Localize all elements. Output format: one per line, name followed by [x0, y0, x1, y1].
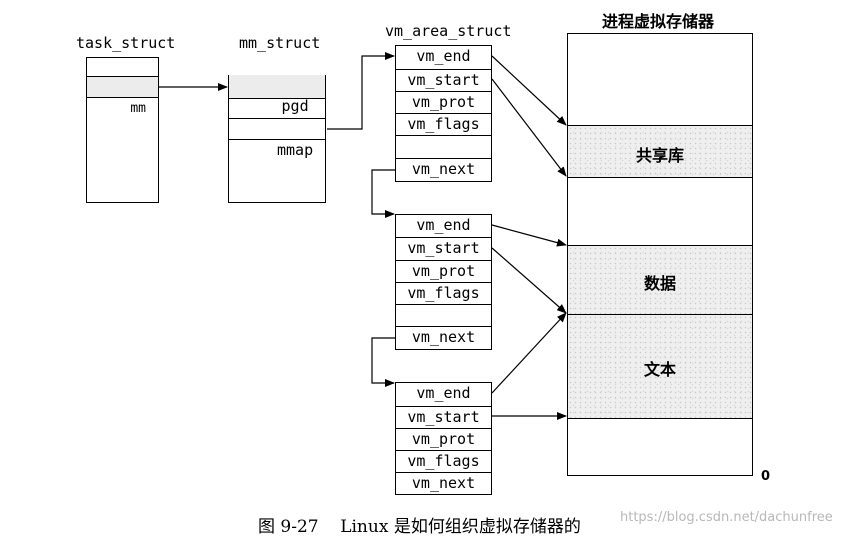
- vm-next-field: vm_next: [396, 158, 491, 181]
- vm-area-struct-title: vm_area_struct: [385, 22, 512, 40]
- arrow-vm-next-1: [371, 169, 395, 218]
- mmap-field-label: mmap: [277, 141, 314, 159]
- vm-empty-field: [396, 135, 491, 158]
- vm-start-field: vm_start: [396, 69, 491, 91]
- vm-start-field: vm_start: [396, 406, 491, 428]
- vm-flags-field: vm_flags: [396, 282, 491, 304]
- mm-struct-pgd-field: pgd: [229, 75, 325, 115]
- vm-area-struct-2: vm_end vm_start vm_prot vm_flags vm_next: [395, 214, 492, 350]
- task-struct-title: task_struct: [76, 34, 176, 52]
- mm-struct-title: mm_struct: [239, 34, 321, 52]
- vm-empty-field: [396, 304, 491, 326]
- vm-flags-field: vm_flags: [396, 450, 491, 472]
- arrow-mmap-to-vm-area: [327, 52, 395, 130]
- task-struct-mm-field: mm: [87, 76, 158, 116]
- vm-flags-field: vm_flags: [396, 113, 491, 135]
- vm-end-field: vm_end: [416, 216, 471, 234]
- pgd-field-label: pgd: [281, 97, 309, 115]
- vm-next-field: vm_next: [396, 472, 491, 494]
- vm-prot-field: vm_prot: [396, 260, 491, 282]
- address-zero-label: 0: [761, 469, 771, 484]
- vm-next-field: vm_next: [396, 326, 491, 349]
- arrow-vm-next-2: [371, 337, 395, 387]
- vm-prot-field: vm_prot: [396, 428, 491, 450]
- mm-struct-box: pgd mmap: [228, 75, 326, 203]
- mm-field-label: mm: [130, 101, 146, 116]
- gap-region: [568, 177, 752, 245]
- arrow-vm1-start: [491, 78, 567, 177]
- data-region: 数据: [568, 245, 752, 314]
- arrow-vm3-end: [491, 312, 567, 394]
- arrow-vm2-end: [491, 224, 567, 247]
- vm-area-struct-3: vm_end vm_start vm_prot vm_flags vm_next: [395, 382, 492, 495]
- watermark: https://blog.csdn.net/dachunfree: [620, 510, 833, 525]
- mm-struct-mmap-field: mmap: [229, 118, 325, 159]
- vm-end-field: vm_end: [416, 47, 471, 65]
- text-region: 文本: [568, 314, 752, 418]
- figure-caption: 图 9-27 Linux 是如何组织虚拟存储器的: [258, 517, 581, 537]
- vm-end-field: vm_end: [416, 384, 471, 402]
- bottom-region: [568, 418, 752, 475]
- vm-start-field: vm_start: [396, 237, 491, 260]
- arrow-vm1-end: [491, 55, 567, 126]
- data-label: 数据: [643, 274, 676, 293]
- virtual-memory-column: 共享库 数据 文本: [567, 33, 753, 476]
- vm-area-struct-1: vm_end vm_start vm_prot vm_flags vm_next: [395, 45, 492, 182]
- shared-library-label: 共享库: [635, 146, 684, 165]
- text-label: 文本: [643, 360, 676, 379]
- virtual-memory-title: 进程虚拟存储器: [602, 12, 715, 31]
- mm-struct-empty-field: [229, 98, 325, 118]
- shared-library-region: 共享库: [568, 125, 752, 177]
- arrow-vm2-start: [491, 247, 567, 314]
- task-struct-box: mm: [86, 57, 159, 203]
- vm-prot-field: vm_prot: [396, 91, 491, 113]
